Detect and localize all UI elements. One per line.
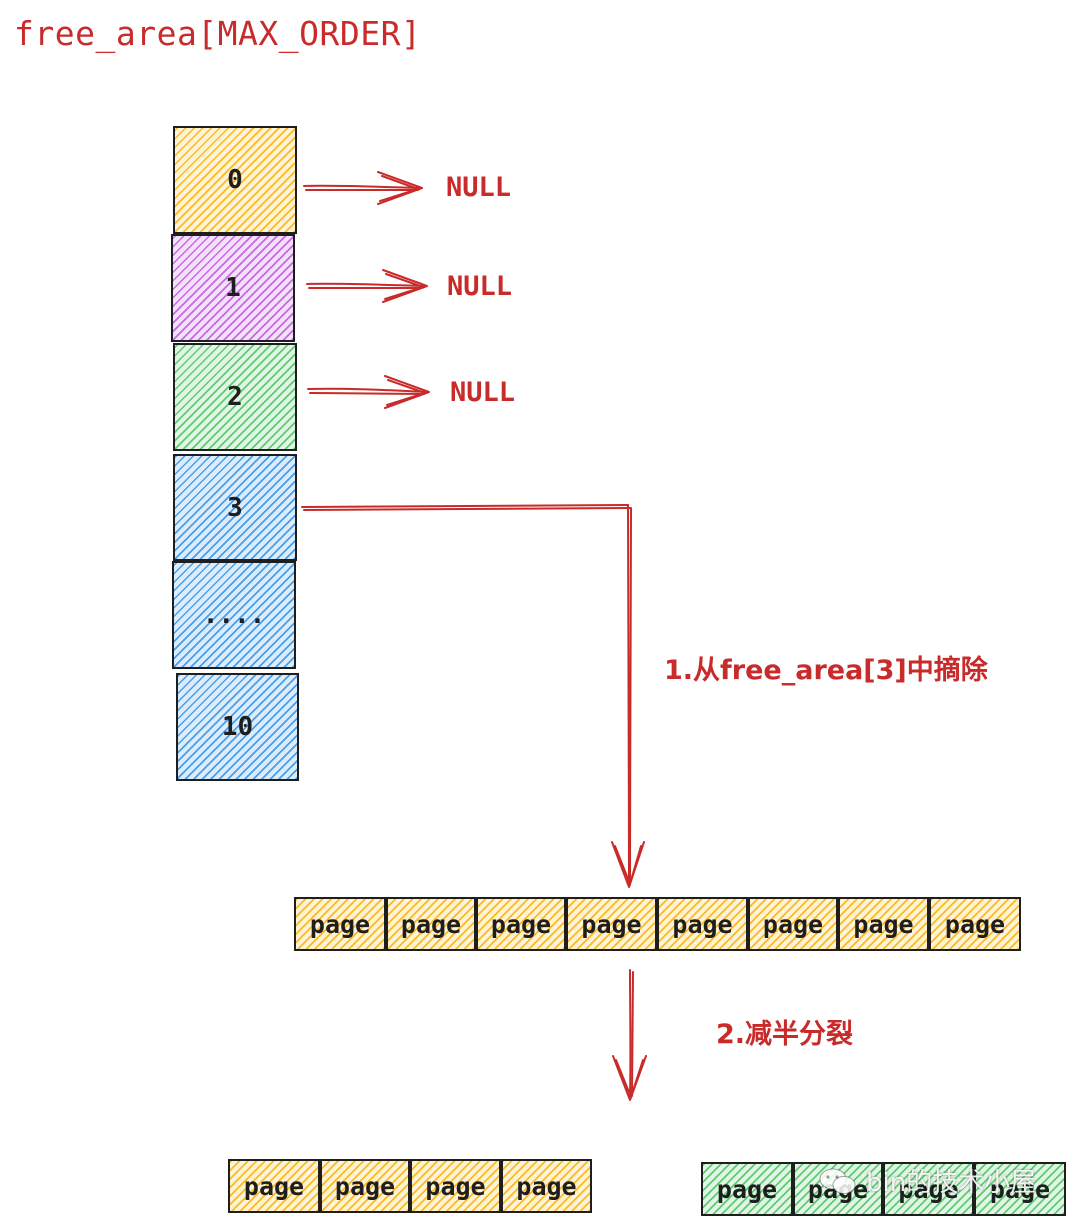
page-half-right-2: page [883,1162,974,1216]
watermark-text: bin的技术小屋 [866,1168,1037,1198]
page-block-8-5: page [748,897,838,951]
page-block-8-1: page [386,897,476,951]
page-half-left-1: page [320,1159,410,1213]
page-block-8-3: page [566,897,657,951]
order-label-0: 0 [227,165,243,195]
page-block-8-6: page [838,897,929,951]
order-label-2: 2 [227,382,243,412]
page-half-right-3: page [974,1162,1066,1216]
page-half-left-3: page [501,1159,592,1213]
arrow-order1-null [306,269,428,303]
wechat-icon [819,1168,856,1194]
order-label-10: 10 [221,712,254,742]
order-label-1: 1 [225,273,241,303]
order-cell-10: 10 [176,673,299,781]
step2-label: 2.减半分裂 [716,1019,854,1050]
order-label-ellipsis: .... [202,600,266,630]
page-half-left-2: page [410,1159,501,1213]
diagram-title: free_area[MAX_ORDER] [14,14,422,53]
arrow-order0-null [303,171,423,205]
null-label-1: NULL [447,271,513,302]
page-half-right-0: page [701,1162,793,1216]
arrow-order2-null [307,375,430,409]
page-block-8-2: page [476,897,566,951]
page-half-left-0: page [228,1159,320,1213]
arrow-split [612,969,647,1101]
order-cell-0: 0 [173,126,297,234]
order-cell-1: 1 [171,234,295,342]
step1-label: 1.从free_area[3]中摘除 [664,655,988,686]
order-cell-ellipsis: .... [172,561,296,669]
watermark: bin的技术小屋 [818,1162,1036,1199]
page-block-8-7: page [929,897,1021,951]
order-cell-2: 2 [173,343,297,451]
order-label-3: 3 [227,492,243,523]
arrow-order3-pages [301,504,645,888]
order-cell-3: 3 [173,454,297,561]
page-block-8-4: page [657,897,748,951]
page-block-8-0: page [294,897,386,951]
null-label-0: NULL [446,172,512,203]
null-label-2: NULL [450,377,516,408]
